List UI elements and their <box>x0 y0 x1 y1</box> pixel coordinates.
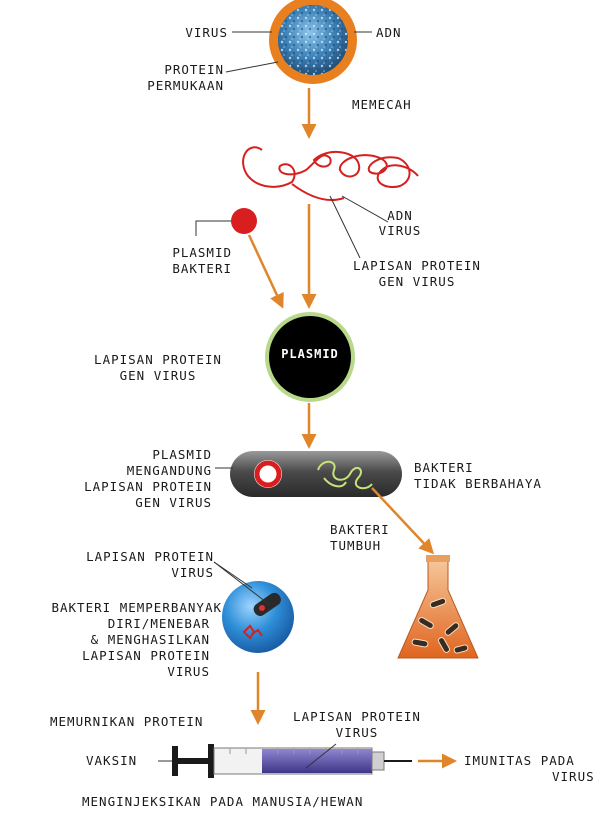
label-virus: VIRUS <box>185 25 228 40</box>
label-multiply-2: DIRI/MENEBAR <box>107 616 210 631</box>
bacterium <box>230 451 402 497</box>
recombinant-plasmid <box>269 316 351 398</box>
label-multiply-4: LAPISAN PROTEIN <box>82 648 210 663</box>
label-coat-syringe-2: VIRUS <box>335 725 379 740</box>
label-adn: ADN <box>376 25 402 40</box>
culture-flask <box>397 555 479 659</box>
viral-dna-strand <box>242 146 419 202</box>
label-coat-virus-1: LAPISAN PROTEIN <box>86 549 214 564</box>
label-protein-surface-2: PERMUKAAN <box>147 78 224 93</box>
label-plasmid-contains-1: PLASMID <box>152 447 212 462</box>
vaccine-syringe <box>172 744 412 778</box>
label-protein-surface-1: PROTEIN <box>164 62 224 77</box>
label-immunity-2: VIRUS <box>552 769 595 784</box>
label-harmless-2: TIDAK BERBAHAYA <box>414 476 542 491</box>
label-plasmid-contains-2: MENGANDUNG <box>126 463 212 478</box>
virus-particle <box>269 0 357 84</box>
label-coat-gene-1: LAPISAN PROTEIN <box>353 258 481 273</box>
syringe-leader-line <box>305 743 337 769</box>
label-plasmid-contains-4: GEN VIRUS <box>135 495 212 510</box>
label-plasmid-bakteri-1: PLASMID <box>172 245 232 260</box>
label-plasmid-bakteri-2: BAKTERI <box>172 261 232 276</box>
plasmid-leader-line <box>195 220 231 236</box>
label-purify: MEMURNIKAN PROTEIN <box>50 714 204 729</box>
arrow-plasmid-to-recombinant <box>247 234 284 309</box>
label-coat-virus-2: VIRUS <box>171 565 214 580</box>
label-multiply-5: VIRUS <box>167 664 210 679</box>
label-left-coat-gene-2: GEN VIRUS <box>119 368 197 383</box>
label-memecah: MEMECAH <box>352 97 412 112</box>
dna-leader-lines <box>329 195 389 259</box>
label-harmless-1: BAKTERI <box>414 460 474 475</box>
label-plasmid-center: PLASMID <box>281 347 339 361</box>
label-coat-gene-2: GEN VIRUS <box>378 274 456 289</box>
label-immunity-1: IMUNITAS PADA <box>464 753 575 768</box>
label-multiply-3: & MENGHASILKAN <box>90 632 210 647</box>
label-grows-1: BAKTERI <box>330 522 390 537</box>
label-adn-virus-1: ADN <box>387 208 413 223</box>
producing-cell <box>222 581 294 653</box>
label-vaccine: VAKSIN <box>86 753 138 768</box>
label-coat-syringe-1: LAPISAN PROTEIN <box>293 709 421 724</box>
label-left-coat-gene-1: LAPISAN PROTEIN <box>94 352 222 367</box>
arrow-to-flask <box>371 487 435 555</box>
label-grows-2: TUMBUH <box>330 538 382 553</box>
label-inject: MENGINJEKSIKAN PADA MANUSIA/HEWAN <box>82 794 364 809</box>
label-plasmid-contains-3: LAPISAN PROTEIN <box>84 479 212 494</box>
label-multiply-1: BAKTERI MEMPERBANYAK <box>51 600 222 615</box>
bacterial-plasmid <box>231 208 257 234</box>
label-adn-virus-2: VIRUS <box>378 223 422 238</box>
cell-leader-lines <box>213 561 271 606</box>
virus-leader-lines <box>225 31 372 73</box>
